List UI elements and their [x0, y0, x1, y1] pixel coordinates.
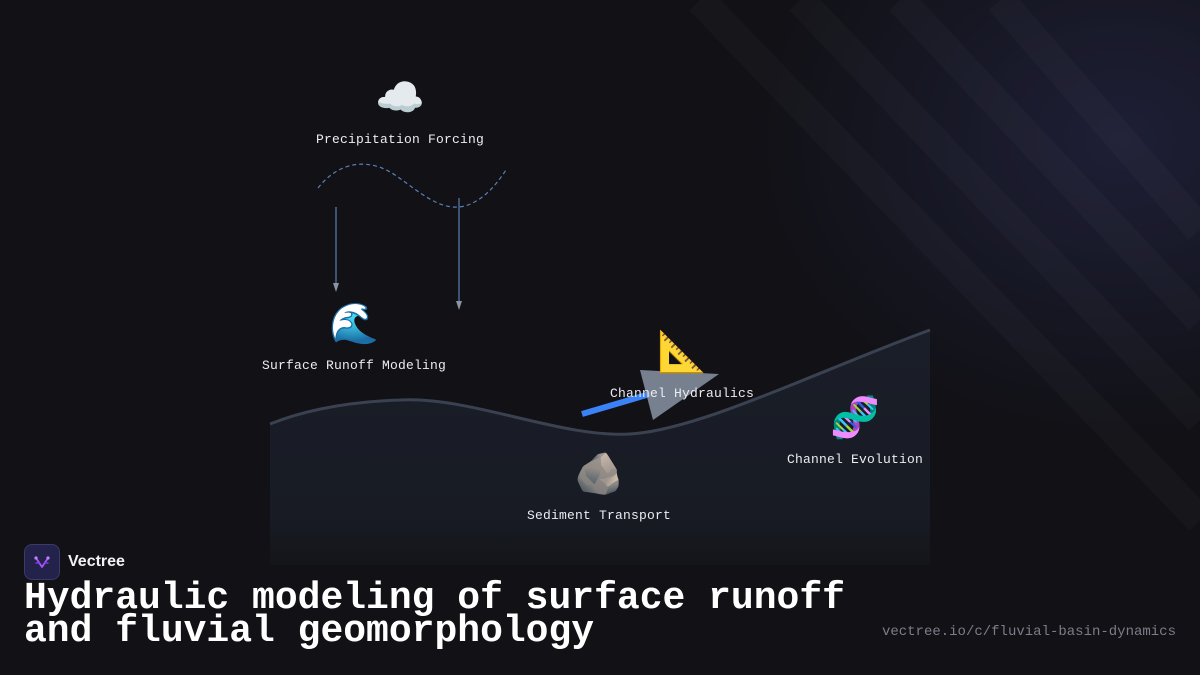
rain-arrow-left-head	[333, 283, 339, 292]
dna-icon: 🧬	[830, 395, 880, 441]
node-channel-hydraulics: 📐 Channel Hydraulics	[610, 328, 754, 401]
node-channel-evolution: 🧬 Channel Evolution	[787, 394, 923, 467]
node-precipitation-forcing: ☁️ Precipitation Forcing	[316, 74, 484, 147]
precipitation-wave	[317, 163, 507, 208]
node-label: Channel Evolution	[786, 452, 924, 467]
cloud-icon: ☁️	[375, 75, 425, 121]
page-url[interactable]: vectree.io/c/fluvial-basin-dynamics	[881, 624, 1176, 640]
node-sediment-transport: 🪨 Sediment Transport	[527, 450, 671, 523]
flow-arrow-head	[640, 370, 719, 420]
node-label: Surface Runoff Modeling	[261, 358, 447, 373]
terrain-profile-line	[269, 328, 931, 436]
brand-name: Vectree	[68, 553, 125, 570]
triangular-ruler-icon: 📐	[657, 329, 707, 375]
page-title: Hydraulic modeling of surface runoff and…	[24, 577, 845, 653]
node-label: Precipitation Forcing	[315, 132, 485, 147]
node-label: Sediment Transport	[526, 508, 672, 523]
node-label: Channel Hydraulics	[609, 386, 755, 401]
vectree-logo-icon	[24, 544, 60, 580]
rain-arrow-right-head	[456, 301, 462, 310]
rock-icon: 🪨	[574, 451, 624, 497]
node-surface-runoff-modeling: 🌊 Surface Runoff Modeling	[262, 300, 446, 373]
brand[interactable]: Vectree	[24, 544, 125, 580]
wave-icon: 🌊	[329, 301, 379, 347]
flow-arrow	[581, 391, 651, 417]
terrain-fill	[270, 330, 930, 565]
